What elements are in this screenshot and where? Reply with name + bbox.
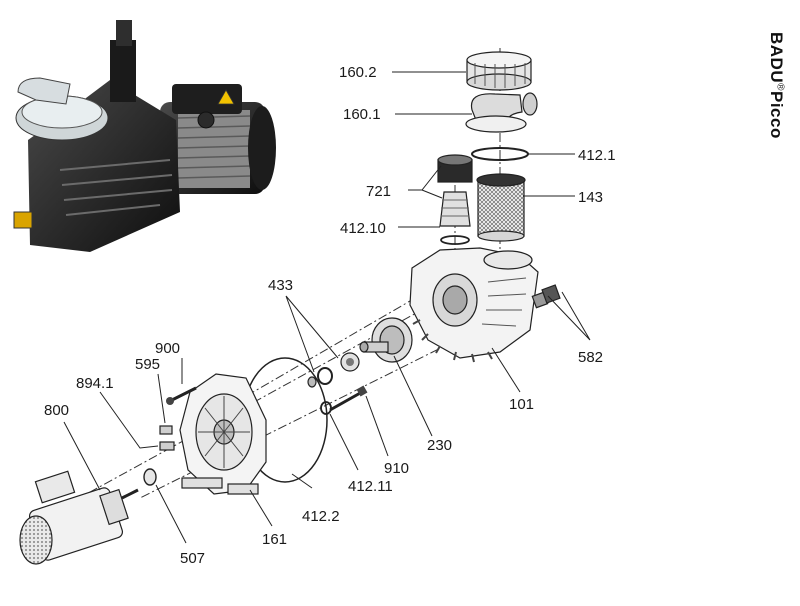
mechanical-seal [307, 352, 360, 388]
pad-894-1 [159, 441, 175, 451]
label-161: 161 [262, 531, 287, 548]
label-800: 800 [44, 402, 69, 419]
switch-knob [197, 111, 215, 129]
label-910: 910 [384, 460, 409, 477]
exploded-parts [19, 51, 561, 565]
label-160-2: 160.2 [339, 64, 377, 81]
label-507: 507 [180, 550, 205, 567]
strainer-basket [476, 173, 526, 242]
warning-sticker [217, 89, 235, 105]
union-nut [466, 51, 532, 91]
motor [19, 470, 139, 565]
seal-housing [179, 373, 267, 495]
suction-elbow [465, 92, 538, 133]
pad-595 [159, 425, 173, 435]
motor-end-cap [248, 106, 276, 190]
leader-lines [63, 71, 591, 544]
adapter-o-ring [440, 235, 470, 245]
pump-housing [409, 247, 539, 363]
label-412-1: 412.1 [578, 147, 616, 164]
drain-plug-photo [13, 211, 33, 229]
drain-plugs [531, 284, 561, 309]
terminal-box [172, 84, 242, 114]
inlet-elbow-photo [17, 77, 71, 105]
label-900: 900 [155, 340, 180, 357]
label-721: 721 [366, 183, 391, 200]
hose-adapter [437, 154, 473, 227]
label-160-1: 160.1 [343, 106, 381, 123]
pump-photo [13, 20, 276, 252]
splash-ring [143, 468, 157, 486]
label-412-2: 412.2 [302, 508, 340, 525]
screw-910 [329, 385, 368, 412]
outlet-pipe-photo [110, 40, 136, 102]
label-412-11: 412.11 [348, 478, 393, 495]
impeller [359, 317, 413, 363]
label-894-1: 894.1 [76, 375, 114, 392]
label-412-10: 412.10 [340, 220, 386, 237]
label-582: 582 [578, 349, 603, 366]
label-143: 143 [578, 189, 603, 206]
motor-cooling-fins [178, 110, 250, 188]
part-labels: 160.2 160.1 412.1 721 143 412.10 433 582… [44, 64, 616, 567]
screw-900 [166, 386, 197, 405]
label-595: 595 [135, 356, 160, 373]
label-433: 433 [268, 277, 293, 294]
label-101: 101 [509, 396, 534, 413]
outlet-nozzle-photo [116, 20, 132, 46]
label-230: 230 [427, 437, 452, 454]
